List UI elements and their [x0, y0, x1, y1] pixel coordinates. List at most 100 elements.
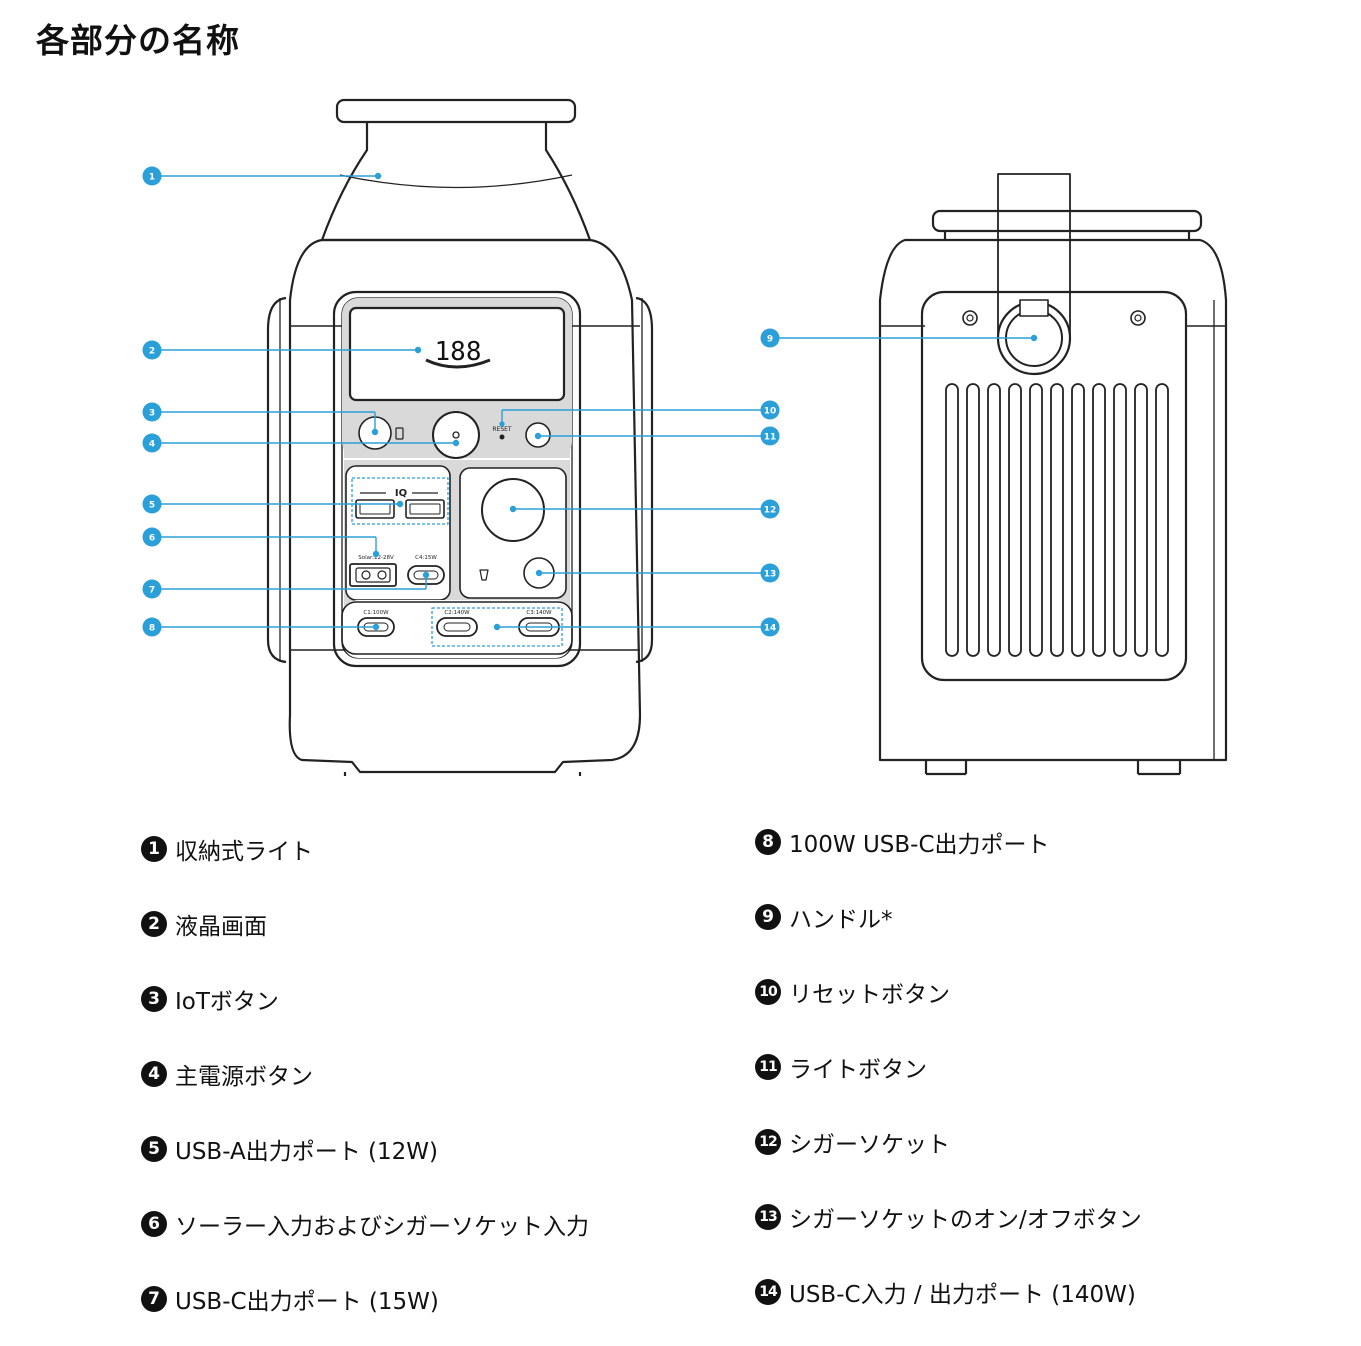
callout-12: 12 — [760, 499, 780, 519]
legend-text: ソーラー入力およびシガーソケット入力 — [175, 1214, 589, 1240]
callout-14: 14 — [760, 617, 780, 637]
device-diagram: 188 RESET IQ Solar:12-28V C4:15W C1:100W… — [142, 98, 1228, 776]
legend-item-7: 7 USB-C出力ポート (15W) — [141, 1282, 439, 1316]
c3-label: C3:140W — [526, 610, 552, 616]
legend-badge: 6 — [141, 1211, 167, 1237]
legend-badge: 10 — [755, 979, 781, 1005]
reset-label: RESET — [492, 426, 512, 433]
callout-4: 4 — [142, 433, 162, 453]
legend-item-2: 2 液晶画面 — [141, 907, 267, 941]
legend-text: ライトボタン — [789, 1057, 927, 1083]
svg-text:7: 7 — [149, 586, 155, 596]
usb-a-port-2 — [405, 499, 445, 519]
vents — [945, 383, 1169, 657]
lcd-screen — [348, 306, 566, 402]
usb-a-module — [345, 465, 451, 601]
callout-lines — [152, 172, 1038, 631]
svg-text:4: 4 — [149, 440, 155, 450]
legend-item-11: 11 ライトボタン — [755, 1050, 927, 1084]
legend-text: シガーソケット — [789, 1132, 950, 1158]
legend-text: USB-C入力 / 出力ポート (140W) — [789, 1282, 1136, 1308]
legend-text: USB-C出力ポート (15W) — [175, 1289, 439, 1315]
iq-label: IQ — [395, 488, 407, 499]
legend-item-10: 10 リセットボタン — [755, 975, 950, 1009]
handle-left — [266, 296, 287, 664]
callout-13: 13 — [760, 563, 780, 583]
legend-badge: 12 — [755, 1129, 781, 1155]
legend-text: 主電源ボタン — [175, 1064, 313, 1090]
svg-text:9: 9 — [767, 335, 773, 345]
legend-item-5: 5 USB-A出力ポート (12W) — [141, 1132, 438, 1166]
power-button — [432, 411, 480, 459]
legend-item-4: 4 主電源ボタン — [141, 1057, 313, 1091]
legend-badge: 7 — [141, 1286, 167, 1312]
callout-badges: 1 2 3 4 5 6 7 8 9 10 11 12 13 14 — [142, 166, 780, 637]
back-body — [878, 238, 1228, 762]
legend-badge: 13 — [755, 1204, 781, 1230]
svg-text:2: 2 — [149, 347, 155, 357]
legend-text: リセットボタン — [789, 982, 950, 1008]
front-panel — [332, 290, 582, 668]
page-title: 各部分の名称 — [36, 21, 240, 60]
svg-text:3: 3 — [149, 409, 155, 419]
solar-input-port — [349, 563, 397, 587]
svg-text:5: 5 — [149, 501, 155, 511]
svg-text:6: 6 — [149, 534, 155, 544]
legend-badge: 1 — [141, 836, 167, 862]
legend-badge: 2 — [141, 911, 167, 937]
svg-text:8: 8 — [149, 624, 155, 634]
legend-text: 液晶画面 — [175, 914, 267, 940]
callout-5: 5 — [142, 494, 162, 514]
legend-item-6: 6 ソーラー入力およびシガーソケット入力 — [141, 1207, 589, 1241]
cigar-socket — [481, 478, 545, 542]
callout-11: 11 — [760, 426, 780, 446]
legend-text: USB-A出力ポート (12W) — [175, 1139, 439, 1165]
legend-badge: 11 — [755, 1054, 781, 1080]
svg-text:12: 12 — [764, 506, 777, 516]
svg-text:11: 11 — [764, 433, 777, 443]
legend-badge: 8 — [755, 829, 781, 855]
legend-badge: 3 — [141, 986, 167, 1012]
legend-text: ハンドル* — [789, 907, 893, 933]
cigar-module — [459, 467, 567, 599]
legend-item-12: 12 シガーソケット — [755, 1125, 950, 1159]
legend-text: シガーソケットのオン/オフボタン — [789, 1207, 1142, 1233]
usb-c-140w-port-1 — [436, 617, 478, 637]
usb-a-port-1 — [355, 499, 395, 519]
legend-item-14: 14 USB-C入力 / 出力ポート (140W) — [755, 1275, 1136, 1309]
handle-right — [635, 296, 654, 664]
callout-9: 9 — [760, 328, 780, 348]
legend-item-13: 13 シガーソケットのオン/オフボタン — [755, 1200, 1142, 1234]
legend-text: 100W USB-C出力ポート — [789, 832, 1050, 858]
legend-text: IoTボタン — [175, 989, 279, 1015]
callout-2: 2 — [142, 340, 162, 360]
svg-text:10: 10 — [764, 407, 777, 417]
reset-hole — [499, 434, 505, 440]
back-panel — [920, 290, 1188, 682]
legend-item-3: 3 IoTボタン — [141, 982, 279, 1016]
callout-6: 6 — [142, 527, 162, 547]
retractable-light — [320, 98, 592, 242]
legend-text: 収納式ライト — [175, 839, 313, 865]
solar-label: Solar:12-28V — [358, 555, 394, 561]
svg-text:14: 14 — [764, 624, 777, 634]
lcd-big-digits: 188 — [435, 337, 482, 367]
legend-badge: 9 — [755, 904, 781, 930]
legend-badge: 4 — [141, 1061, 167, 1087]
c1-label: C1:100W — [363, 610, 389, 616]
svg-text:1: 1 — [149, 173, 155, 183]
legend-badge: 14 — [755, 1279, 781, 1305]
callout-1: 1 — [142, 166, 162, 186]
legend-item-1: 1 収納式ライト — [141, 832, 313, 866]
c4-label: C4:15W — [415, 555, 437, 561]
legend-badge: 5 — [141, 1136, 167, 1162]
c2-label: C2:140W — [444, 610, 470, 616]
front-view — [266, 98, 654, 776]
legend-item-9: 9 ハンドル* — [755, 900, 893, 934]
svg-text:13: 13 — [764, 570, 777, 580]
callout-8: 8 — [142, 617, 162, 637]
callout-3: 3 — [142, 402, 162, 422]
front-body — [288, 238, 642, 774]
callout-10: 10 — [760, 400, 780, 420]
back-view — [878, 173, 1228, 776]
